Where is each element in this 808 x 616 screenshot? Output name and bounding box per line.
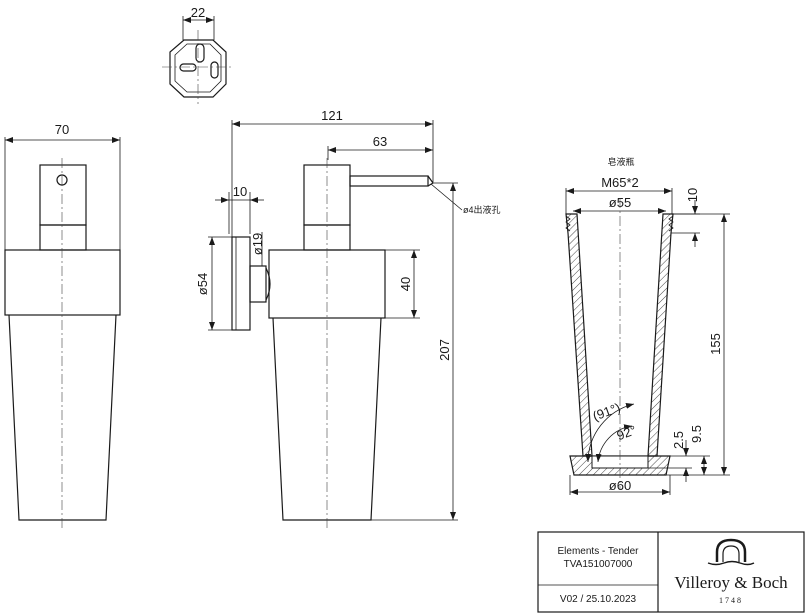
title-block: Elements - Tender TVA151007000 V02 / 25.… [537, 531, 805, 613]
top-view: 22 [162, 5, 234, 104]
top-width-label: 22 [191, 5, 205, 20]
product-code: TVA151007000 [564, 559, 633, 570]
version-date: V02 / 25.10.2023 [560, 594, 637, 605]
section-view: 皂液瓶 M65*2 ø55 10 155 2.5 9 [565, 156, 730, 495]
thread-label: M65*2 [601, 175, 639, 190]
angle-inner-label: 92° [615, 422, 639, 443]
front-view: 70 [4, 122, 121, 528]
boss-dia-label: ø19 [250, 233, 265, 255]
product-name: Elements - Tender [558, 546, 640, 557]
angle-outer-label: (91°) [591, 400, 623, 424]
brand-logo-icon [707, 538, 755, 566]
brand-year: 1748 [719, 596, 743, 605]
outlet-note: ø4出液孔 [463, 204, 501, 215]
base-9-5-label: 9.5 [689, 425, 704, 443]
side-view: 121 63 10 ø54 ø19 [195, 108, 501, 528]
base-2-5-label: 2.5 [671, 431, 686, 449]
bottom-dia-label: ø60 [609, 478, 631, 493]
plate-dia-label: ø54 [195, 273, 210, 295]
thread-height-label: 10 [685, 188, 700, 202]
depth-121-label: 121 [321, 108, 343, 123]
spout-63-label: 63 [373, 134, 387, 149]
front-width-label: 70 [55, 122, 69, 137]
height-207-label: 207 [437, 339, 452, 361]
brand-name: Villeroy & Boch [674, 573, 788, 592]
section-title: 皂液瓶 [607, 156, 634, 167]
height-155-label: 155 [708, 333, 723, 355]
collar-40-label: 40 [398, 277, 413, 291]
plate-10-label: 10 [233, 184, 247, 199]
